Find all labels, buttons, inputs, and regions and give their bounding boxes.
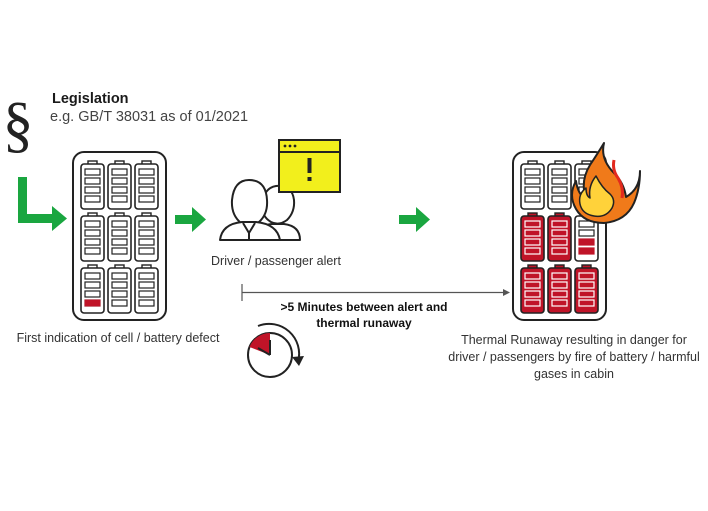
battery-module xyxy=(80,212,105,262)
first-indication-label: First indication of cell / battery defec… xyxy=(16,331,220,345)
legislation-subtitle: e.g. GB/T 38031 as of 01/2021 xyxy=(50,109,249,125)
stopwatch-icon xyxy=(247,322,304,378)
battery-module xyxy=(107,212,132,262)
battery-module xyxy=(80,264,105,314)
battery-module xyxy=(547,212,572,262)
battery-module xyxy=(547,264,572,314)
battery-module xyxy=(547,160,572,210)
green-l-arrow xyxy=(18,177,67,231)
driver-alert-label: Driver / passenger alert xyxy=(211,254,341,268)
alert-window-icon xyxy=(278,139,341,193)
legislation-title: Legislation xyxy=(52,91,129,107)
timeline-label: >5 Minutes between alert and thermal run… xyxy=(280,300,448,330)
battery-module xyxy=(134,264,159,314)
battery-module xyxy=(520,264,545,314)
driver-passenger-icon xyxy=(219,179,301,241)
fire-icon xyxy=(571,142,641,224)
battery-module xyxy=(107,160,132,210)
battery-pack-first-indication xyxy=(72,151,167,321)
battery-module xyxy=(574,264,599,314)
battery-module xyxy=(520,160,545,210)
battery-module xyxy=(134,212,159,262)
battery-module xyxy=(107,264,132,314)
battery-module xyxy=(520,212,545,262)
battery-module xyxy=(134,160,159,210)
section-sign-icon: § xyxy=(3,91,34,159)
green-arrow-1 xyxy=(175,207,206,232)
green-arrow-2 xyxy=(399,207,430,232)
battery-module xyxy=(80,160,105,210)
thermal-runaway-label: Thermal Runaway resulting in danger for … xyxy=(448,333,700,381)
timeline-arrow xyxy=(241,284,510,301)
